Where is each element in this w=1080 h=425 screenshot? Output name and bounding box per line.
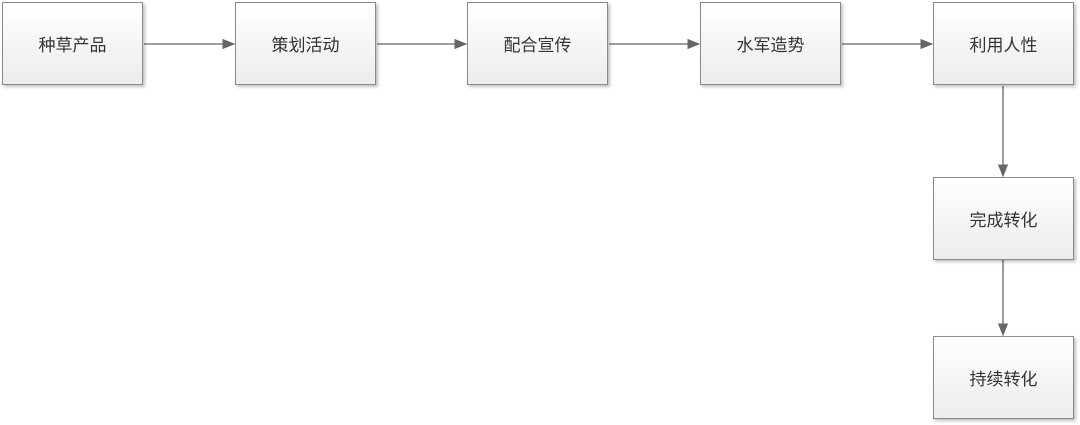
node-3: 配合宣传 <box>467 2 608 85</box>
node-1: 种草产品 <box>2 2 143 85</box>
node-2: 策划活动 <box>235 2 376 85</box>
node-7: 持续转化 <box>933 336 1074 419</box>
node-6: 完成转化 <box>933 177 1074 260</box>
node-5: 利用人性 <box>933 2 1074 85</box>
node-4: 水军造势 <box>700 2 841 85</box>
